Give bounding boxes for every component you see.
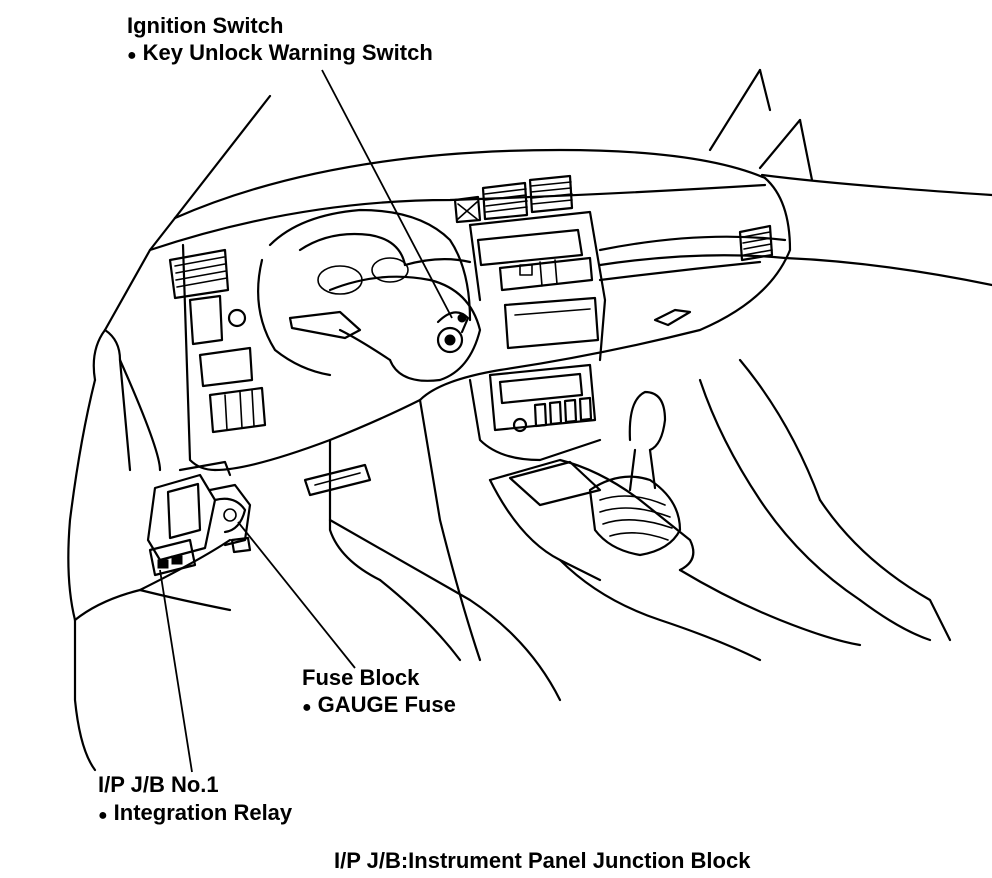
passenger-dash <box>598 224 774 327</box>
ignition-switch-item: ●Key Unlock Warning Switch <box>127 40 433 65</box>
fuse-block-item: ●GAUGE Fuse <box>302 692 456 717</box>
footnote: I/P J/B:Instrument Panel Junction Block <box>334 848 751 873</box>
leader-ip-jb <box>159 569 193 773</box>
fuse-block-title: Fuse Block <box>302 665 420 690</box>
windshield-frame <box>173 68 992 287</box>
dashboard-body <box>67 176 792 772</box>
center-stack <box>453 174 607 462</box>
ip-jb-title: I/P J/B No.1 <box>98 772 219 797</box>
instrument-cluster <box>257 208 482 382</box>
lower-handle <box>303 463 372 497</box>
bullet-icon: ● <box>98 807 108 824</box>
floor-lines <box>328 358 952 702</box>
junction-block <box>146 460 252 577</box>
ip-jb-item: ●Integration Relay <box>98 800 293 825</box>
ignition-switch-title: Ignition Switch <box>127 13 283 38</box>
console-shifter <box>488 390 862 662</box>
bullet-icon: ● <box>127 47 137 64</box>
leader-fuse-block <box>237 521 356 669</box>
bullet-icon: ● <box>302 699 312 716</box>
left-vent-cluster <box>168 243 267 472</box>
leader-ignition <box>321 69 453 319</box>
leader-lines <box>159 69 453 773</box>
